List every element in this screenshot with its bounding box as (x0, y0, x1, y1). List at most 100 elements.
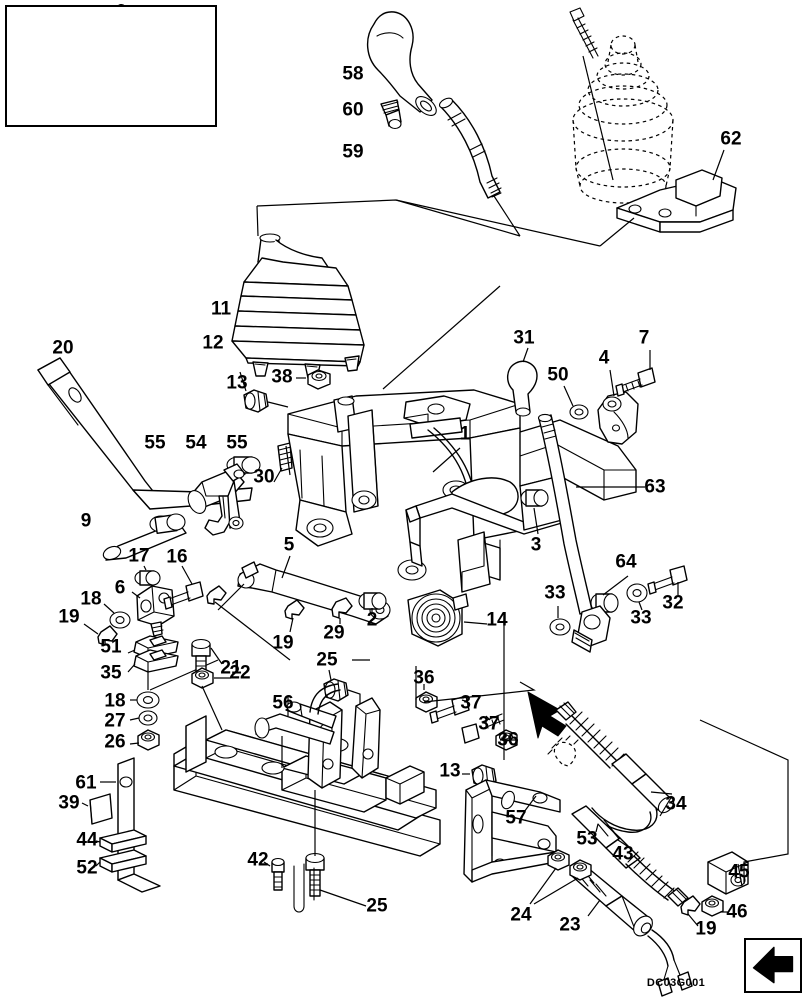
part-24-nuts (529, 849, 592, 905)
callout-6: 6 (114, 577, 126, 599)
callout-30: 30 (253, 466, 275, 488)
part-46-nut (701, 895, 728, 917)
callout-56: 56 (272, 692, 294, 714)
part-42-bolt (263, 857, 315, 913)
part-37-bolt-b (461, 713, 505, 744)
part-7-bolt (615, 350, 656, 397)
callout-63: 63 (644, 476, 666, 498)
callout-44: 44 (76, 829, 98, 851)
part-56-base-frame (173, 696, 441, 857)
callout-12: 12 (202, 332, 224, 354)
callout-50: 50 (547, 364, 569, 386)
lower-joint-yoke (571, 605, 611, 653)
part-19-clip-cable (680, 895, 701, 927)
callout-35: 35 (100, 662, 122, 684)
part-53-cable-lower (571, 795, 689, 907)
callout-13: 13 (226, 372, 248, 394)
part-50-washer (563, 385, 589, 420)
part-52-shim (95, 849, 147, 873)
part-13-grommet-lower (462, 764, 497, 788)
callout-23: 23 (559, 914, 581, 936)
part-45-end-fitting (699, 719, 789, 895)
direction-arrow-box (744, 938, 802, 993)
part-6-bracket (131, 585, 175, 637)
part-35-plate (127, 649, 179, 690)
part-17-spacer (134, 565, 161, 586)
callout-18: 18 (104, 690, 126, 712)
direction-arrow-icon (752, 946, 794, 984)
part-18-washer-lower (130, 691, 160, 709)
callout-58: 58 (342, 63, 364, 85)
callout-19: 19 (272, 632, 294, 654)
callout-55: 55 (144, 432, 166, 454)
part-19-clip-b (284, 599, 305, 633)
callout-14: 14 (486, 609, 508, 631)
part-39-pad (81, 793, 113, 825)
callout-33: 33 (544, 582, 566, 604)
callout-3: 3 (530, 534, 542, 556)
callout-46: 46 (726, 901, 748, 923)
part-16-bolt (163, 565, 204, 610)
callout-11: 11 (210, 298, 232, 320)
callout-19: 19 (58, 606, 80, 628)
part-4-lever-arm (597, 369, 639, 445)
part-57-bracket (463, 779, 561, 883)
inset-illustration-frame (5, 5, 217, 127)
part-26-nut (129, 659, 219, 751)
part-54-sleeve (187, 463, 246, 536)
part-44-shim (95, 829, 147, 853)
callout-24: 24 (510, 904, 532, 926)
callout-57: 57 (505, 807, 527, 829)
part-55-bushing-left (149, 513, 186, 535)
part-34-cable-upper (555, 701, 675, 833)
callout-16: 16 (166, 546, 188, 568)
upright-roller-bracket (254, 683, 381, 789)
callout-38: 38 (271, 366, 293, 388)
callout-45: 45 (728, 861, 750, 883)
callout-62: 62 (720, 128, 742, 150)
callout-61: 61 (75, 772, 97, 794)
callout-4: 4 (598, 347, 610, 369)
part-33-washer-b (626, 583, 648, 611)
part-14-spiral-spring (407, 589, 488, 647)
part-2-bushing (358, 592, 387, 612)
part-30-spring-pin (273, 442, 293, 483)
callout-37: 37 (478, 713, 500, 735)
callout-43: 43 (612, 843, 634, 865)
part-18-washer-upper (103, 603, 131, 629)
part-11-boot (231, 233, 365, 379)
callout-54: 54 (185, 432, 207, 454)
part-22-nut (191, 667, 231, 731)
part-60-bolt (380, 99, 402, 130)
callout-17: 17 (128, 545, 150, 567)
part-31-knob (507, 347, 538, 417)
callout-2: 2 (366, 609, 378, 631)
drawing-code: DC03G001 (646, 977, 706, 989)
callout-29: 29 (323, 622, 345, 644)
cable-frayed-end (547, 735, 579, 767)
part-37-bolt-a (429, 695, 470, 724)
callout-21: 21 (220, 657, 242, 679)
callout-31: 31 (513, 327, 535, 349)
part-3-bushing (520, 489, 549, 535)
callout-42: 42 (247, 849, 269, 871)
callout-5: 5 (283, 534, 295, 556)
callout-20: 20 (52, 337, 74, 359)
callout-7: 7 (638, 327, 650, 349)
part-1-main-bracket (287, 389, 637, 593)
callout-55: 55 (226, 432, 248, 454)
part-32-bolt (647, 565, 688, 595)
part-13-grommet-upper (239, 371, 289, 413)
callout-27: 27 (104, 710, 126, 732)
callout-39: 39 (58, 792, 80, 814)
part-33-washer-a (549, 606, 571, 636)
callout-25: 25 (316, 649, 338, 671)
callout-53: 53 (576, 828, 598, 850)
callout-18: 18 (80, 588, 102, 610)
part-59-lever-rod (438, 97, 521, 237)
part-58-knob (367, 11, 437, 116)
callout-25: 25 (366, 895, 388, 917)
callout-32: 32 (662, 592, 684, 614)
